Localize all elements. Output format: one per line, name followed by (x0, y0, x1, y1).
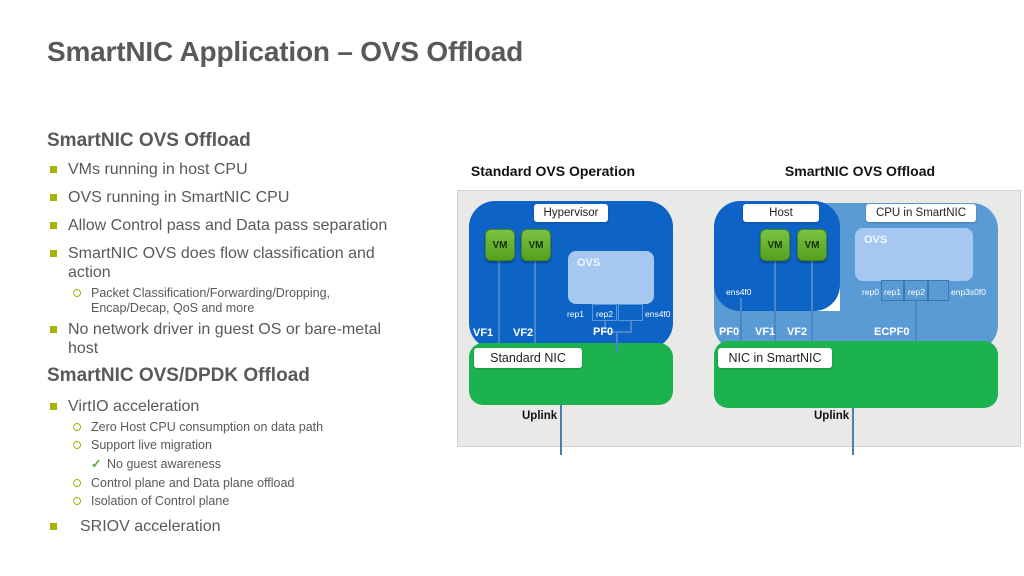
ens4f0-drop-line (740, 298, 742, 341)
vm1-connector-line (498, 261, 500, 343)
pf0-label: PF0 (593, 326, 614, 338)
nic-in-smartnic-label: NIC in SmartNIC (718, 348, 832, 368)
list-item-label: No network driver in guest OS or bare-me… (68, 321, 382, 357)
bullet-square-icon (50, 222, 57, 229)
bullet-square-icon (50, 166, 57, 173)
port-label-ens4f0: ens4f0 (645, 309, 671, 319)
vm2-connector-line (534, 261, 536, 343)
list-item: OVS running in SmartNIC CPU (47, 188, 465, 207)
list-subitem: Control plane and Data plane offload (47, 476, 465, 491)
list-item: Allow Control pass and Data pass separat… (47, 216, 465, 235)
bullet-square-icon (50, 250, 57, 257)
uplink-line (852, 408, 854, 455)
pf0-drop-line (616, 332, 618, 353)
check-icon: ✓ (91, 457, 102, 471)
ecpf0-drop-line (915, 301, 917, 341)
list-item-label: Control plane and Data plane offload (91, 476, 295, 490)
list-item-label: Zero Host CPU consumption on data path (91, 420, 324, 434)
vf2-label: VF2 (787, 326, 808, 338)
list-item: No network driver in guest OS or bare-me… (47, 320, 465, 358)
slide-title: SmartNIC Application – OVS Offload (47, 36, 523, 67)
uplink-label: Uplink (522, 410, 558, 422)
list-item-label: Allow Control pass and Data pass separat… (68, 217, 388, 234)
section-heading: SmartNIC OVS/DPDK Offload (47, 365, 310, 386)
port-box-rep2: rep2 (904, 280, 928, 301)
bullet-square-icon (50, 326, 57, 333)
list-item-label: Support live migration (91, 438, 212, 452)
uplink-line (560, 405, 562, 455)
diagram-header-smartnic-ovs: SmartNIC OVS Offload (784, 163, 936, 179)
vm-box: VM (797, 229, 827, 261)
diagram-header-standard-ovs: Standard OVS Operation (470, 163, 636, 179)
bullet-square-icon (50, 403, 57, 410)
port-label-rep2: rep2 (908, 287, 926, 297)
ovs-box: OVS (855, 228, 973, 281)
port-drop-line (630, 321, 632, 332)
standard-nic-label: Standard NIC (474, 348, 582, 368)
list-item-label: No guest awareness (107, 457, 221, 471)
port-label-rep1: rep1 (567, 309, 585, 319)
vm-box: VM (485, 229, 515, 261)
port-box-rep1: rep1 (881, 280, 904, 301)
pf0-label: PF0 (719, 326, 740, 338)
list-item-label: Packet Classification/Forwarding/Droppin… (91, 286, 330, 315)
list-subitem: Packet Classification/Forwarding/Droppin… (47, 286, 465, 316)
list-subitem: Zero Host CPU consumption on data path (47, 420, 465, 435)
list-checkitem: ✓ No guest awareness (47, 457, 465, 472)
port-label-ens4f0: ens4f0 (726, 287, 752, 297)
list-item: VMs running in host CPU (47, 160, 465, 179)
bullet-circle-icon (73, 479, 81, 487)
vf1-label: VF1 (755, 326, 776, 338)
ovs-box: OVS (568, 251, 654, 304)
bullet-circle-icon (73, 423, 81, 431)
port-box-empty (928, 280, 949, 301)
vm-box: VM (760, 229, 790, 261)
port-label-enp3s0f0: enp3s0f0 (951, 287, 986, 297)
vm2-connector-line (811, 261, 813, 341)
bullet-list: SmartNIC OVS Offload VMs running in host… (47, 129, 465, 545)
list-item-label: OVS running in SmartNIC CPU (68, 189, 290, 206)
port-box-empty (618, 304, 643, 321)
port-box-rep2: rep2 (592, 304, 617, 321)
ecpf0-label: ECPF0 (874, 326, 910, 338)
list-item: SmartNIC OVS does flow classification an… (47, 244, 465, 282)
list-item: SRIOV acceleration (47, 517, 465, 536)
vf1-label: VF1 (473, 327, 494, 339)
hypervisor-label: Hypervisor (534, 204, 608, 222)
diagram-panel: Hypervisor VM VM OVS rep1 rep2 ens4f0 VF… (457, 190, 1021, 455)
vf2-label: VF2 (513, 327, 534, 339)
list-item-label: SRIOV acceleration (80, 518, 221, 535)
list-item-label: Isolation of Control plane (91, 494, 230, 508)
list-item-label: VMs running in host CPU (68, 161, 248, 178)
list-item: VirtIO acceleration (47, 397, 465, 416)
cpu-in-smartnic-label: CPU in SmartNIC (866, 204, 976, 222)
uplink-label: Uplink (814, 410, 850, 422)
vm1-connector-line (774, 261, 776, 341)
list-item-label: SmartNIC OVS does flow classification an… (68, 245, 375, 281)
section-heading: SmartNIC OVS Offload (47, 130, 251, 151)
port-join-line (604, 331, 632, 333)
bullet-square-icon (50, 194, 57, 201)
bullet-circle-icon (73, 497, 81, 505)
bullet-circle-icon (73, 289, 81, 297)
port-label-rep1: rep1 (884, 287, 902, 297)
vm-box: VM (521, 229, 551, 261)
list-item-label: VirtIO acceleration (68, 398, 200, 415)
list-subitem: Support live migration (47, 438, 465, 453)
rep2-drop-line (604, 321, 606, 332)
host-label: Host (743, 204, 819, 222)
bullet-square-icon (50, 523, 57, 530)
list-subitem: Isolation of Control plane (47, 494, 465, 509)
bullet-circle-icon (73, 441, 81, 449)
port-label-rep0: rep0 (862, 287, 880, 297)
port-label-rep2: rep2 (596, 309, 614, 319)
